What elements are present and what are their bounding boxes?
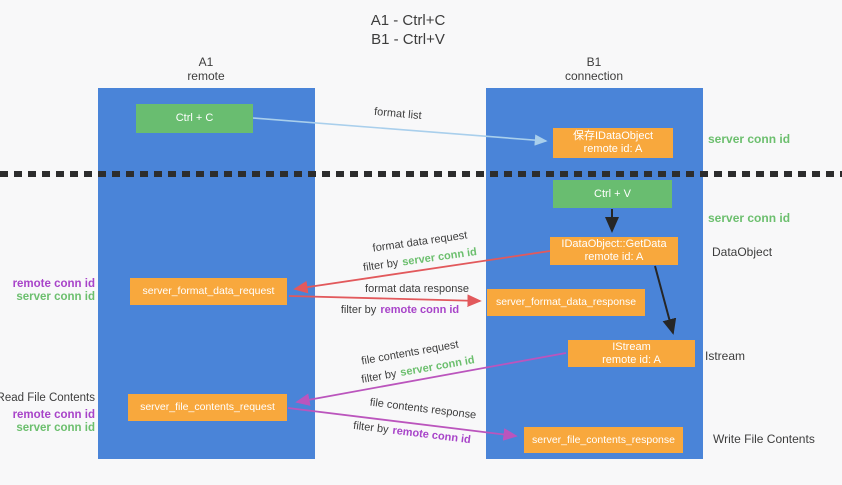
server-conn-id-label-left-1: server conn id [16,291,95,303]
node-idataobject-getdata-line1: IDataObject::GetData [561,238,667,250]
node-server-file-contents-request: server_file_contents_request [128,394,287,421]
node-idataobject-getdata-line2: remote id: A [584,251,644,263]
filter-by-text: filter by [340,304,377,316]
format-data-response-arrow [288,294,482,307]
lane-a1-title: A1 [198,55,214,69]
node-istream-line2: remote id: A [602,353,661,366]
conn-id-pair-file: remote conn id server conn id [13,409,95,435]
node-istream-line1: IStream [612,340,651,353]
format-data-response-label: format data response [365,283,469,295]
node-server-format-data-request-label: server_format_data_request [142,285,275,297]
write-file-contents-label: Write File Contents [713,432,815,446]
title-line-1: A1 - Ctrl+C [370,12,446,29]
dashed-separator-line [0,171,842,177]
node-save-idataobject-line2: remote id: A [583,143,643,155]
istream-label: Istream [705,349,746,363]
remote-conn-id-text: remote conn id [380,304,460,316]
format-list-label: format list [373,105,423,123]
conn-id-pair-format: remote conn id server conn id [13,278,95,304]
dataobject-label: DataObject [712,245,773,259]
file-contents-response-label: file contents response [369,396,477,422]
node-server-format-data-response-label: server_format_data_response [495,296,637,308]
node-server-format-data-response: server_format_data_response [487,289,645,316]
server-conn-id-label-top-right: server conn id [708,132,791,146]
diagram-title: A1 - Ctrl+C B1 - Ctrl+V [0,11,816,49]
lane-b1-subtitle: connection [564,69,624,83]
filter-by-text: filter by [360,367,398,386]
lane-header-a1: A1 remote [146,55,266,83]
filter-by-text: filter by [352,419,390,437]
node-server-file-contents-request-label: server_file_contents_request [140,401,275,413]
lane-a1-subtitle: remote [187,69,225,83]
node-server-format-data-request: server_format_data_request [130,278,287,305]
node-save-idataobject-line1: 保存IDataObject [572,130,654,142]
node-idataobject-getdata: IDataObject::GetData remote id: A [550,237,678,265]
node-save-idataobject: 保存IDataObject remote id: A [553,128,673,158]
server-conn-id-label-left-2: server conn id [16,422,95,434]
remote-conn-id-text: remote conn id [391,424,472,447]
server-conn-id-text: server conn id [401,246,478,269]
node-ctrl-v-label: Ctrl + V [594,187,631,200]
title-line-2: B1 - Ctrl+V [371,31,445,48]
lane-b1-title: B1 [586,55,602,69]
filter-by-text: filter by [362,257,400,274]
node-ctrl-c: Ctrl + C [136,104,253,133]
read-file-contents-label: Read File Contents [0,392,95,404]
node-ctrl-v: Ctrl + V [553,180,672,208]
remote-conn-id-label-left-2: remote conn id [12,409,95,421]
lane-header-b1: B1 connection [534,55,654,83]
node-ctrl-c-label: Ctrl + C [175,112,214,124]
node-istream: IStream remote id: A [568,340,695,367]
node-server-file-contents-response-label: server_file_contents_response [531,433,675,446]
server-conn-id-label-mid-right: server conn id [708,211,791,225]
remote-conn-id-label-left-1: remote conn id [12,278,95,290]
node-server-file-contents-response: server_file_contents_response [524,427,683,453]
